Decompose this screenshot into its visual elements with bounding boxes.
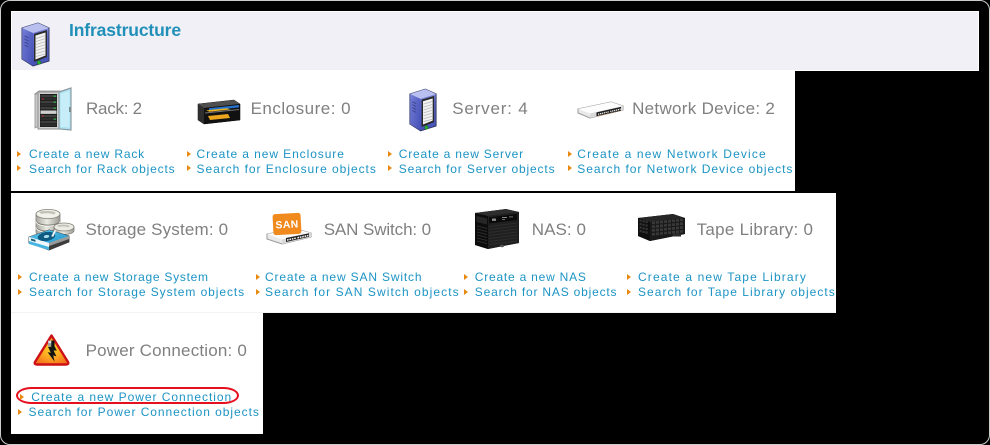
svg-text:SAN: SAN [275, 219, 299, 231]
